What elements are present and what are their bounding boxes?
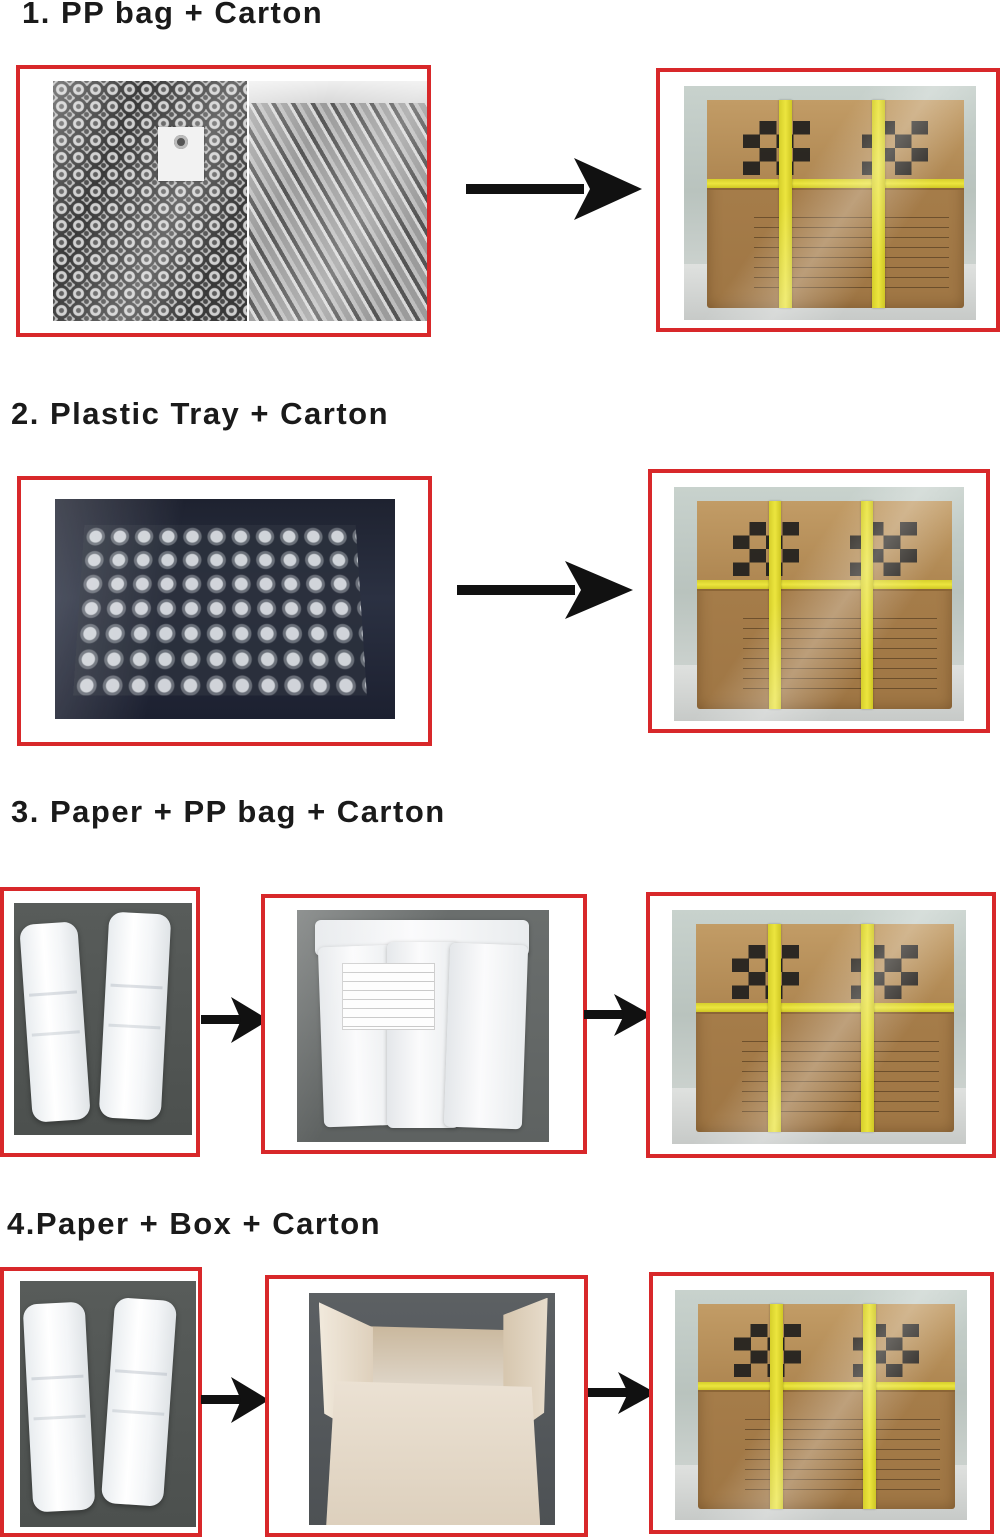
section-1-heading: 1. PP bag + Carton	[22, 0, 324, 30]
section-4-paper-frame	[0, 1267, 202, 1537]
section-4-box-frame	[265, 1275, 588, 1537]
arrow-right-icon	[588, 1372, 656, 1414]
section-2-heading: 2. Plastic Tray + Carton	[11, 396, 390, 431]
carton-photo	[672, 910, 966, 1144]
pack-label	[342, 963, 436, 1031]
section-4-heading: 4.Paper + Box + Carton	[7, 1206, 382, 1241]
section-1-pp-bag-frame	[16, 65, 431, 337]
paper-wrapped-photo	[20, 1281, 196, 1527]
open-box-photo	[309, 1293, 555, 1525]
pp-bag-paper-packs-photo	[297, 910, 549, 1142]
arrow-right-icon	[457, 561, 633, 619]
arrow-right-icon	[201, 1377, 269, 1423]
section-3-paper-frame	[0, 887, 200, 1157]
arrow-right-icon	[201, 997, 269, 1043]
paper-wrapped-photo	[14, 903, 192, 1135]
pp-bag-buttons-photo	[53, 81, 247, 321]
carton-photo	[684, 86, 976, 320]
section-2-tray-frame	[17, 476, 432, 746]
arrow-right-icon	[584, 994, 652, 1036]
carton-photo	[674, 487, 964, 721]
section-3-heading: 3. Paper + PP bag + Carton	[11, 794, 446, 829]
section-3-pp-bag-frame	[261, 894, 587, 1154]
pp-bag-clips-photo	[249, 81, 427, 321]
arrow-right-icon	[466, 158, 642, 220]
plastic-tray-photo	[55, 499, 395, 719]
bag-label	[158, 127, 204, 181]
carton-photo	[675, 1290, 967, 1520]
section-4-carton-frame	[649, 1272, 994, 1534]
section-2-carton-frame	[648, 469, 990, 733]
section-3-carton-frame	[646, 892, 996, 1158]
section-1-carton-frame	[656, 68, 1000, 332]
